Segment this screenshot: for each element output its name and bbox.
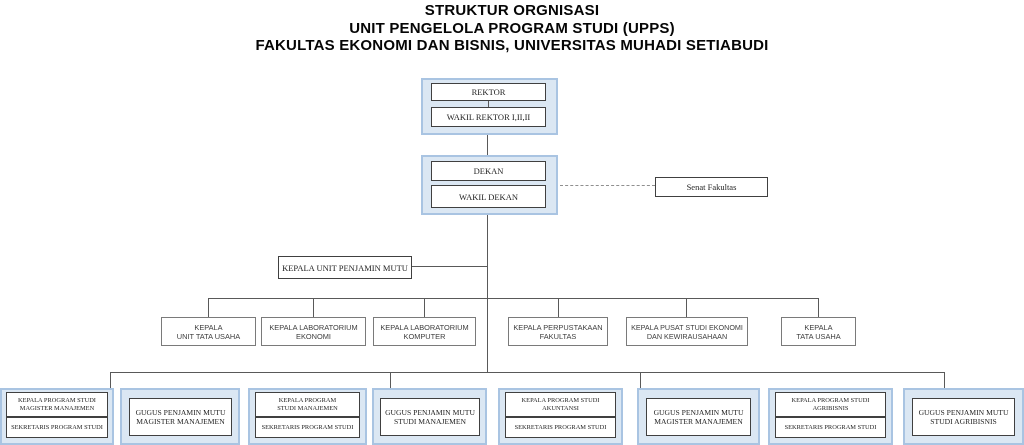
node-kepala-tata-usaha: KEPALA TATA USAHA xyxy=(781,317,856,346)
node-label: GUGUS PENJAMIN MUTU xyxy=(135,407,226,417)
group-prodi-akuntansi: KEPALA PROGRAM STUDI AKUNTANSI SEKRETARI… xyxy=(498,388,623,445)
connector-drop xyxy=(424,298,425,317)
node-kepala-perpustakaan-fakultas: KEPALA PERPUSTAKAAN FAKULTAS xyxy=(508,317,608,346)
node-label: KEPALA UNIT PENJAMIN MUTU xyxy=(282,262,408,273)
node-rektor: REKTOR xyxy=(431,83,546,101)
node-kepala-unit-penjamin-mutu: KEPALA UNIT PENJAMIN MUTU xyxy=(278,256,412,279)
node-kepala-prodi-manajemen: KEPALA PROGRAM STUDI MANAJEMEN xyxy=(255,392,360,417)
node-label: Senat Fakultas xyxy=(686,182,737,192)
node-label: KEPALA PROGRAM STUDI xyxy=(18,396,96,404)
page-title: STRUKTUR ORGNISASI UNIT PENGELOLA PROGRA… xyxy=(0,2,1024,55)
node-label: KEPALA PROGRAM STUDI xyxy=(521,396,600,404)
node-label: WAKIL REKTOR I,II,II xyxy=(446,112,531,122)
node-wakil-rektor: WAKIL REKTOR I,II,II xyxy=(431,107,546,127)
node-label: MAGISTER MANAJEMEN xyxy=(136,417,225,426)
node-label: GUGUS PENJAMIN MUTU xyxy=(918,407,1009,417)
node-label: KEPALA PERPUSTAKAAN xyxy=(513,322,603,332)
node-gugus-penjamin-mutu-studi-manajemen: GUGUS PENJAMIN MUTU STUDI MANAJEMEN xyxy=(380,398,480,436)
connector-drop xyxy=(313,298,314,317)
node-wakil-dekan: WAKIL DEKAN xyxy=(431,185,546,208)
node-label: KEPALA LABORATORIUM xyxy=(380,322,469,332)
title-line-2: UNIT PENGELOLA PROGRAM STUDI (UPPS) xyxy=(349,19,675,37)
connector-drop xyxy=(208,298,209,317)
connector-drop xyxy=(640,372,641,388)
node-label: FAKULTAS xyxy=(539,331,577,341)
node-label: UNIT TATA USAHA xyxy=(176,331,241,341)
node-gugus-penjamin-mutu-magister-manajemen: GUGUS PENJAMIN MUTU MAGISTER MANAJEMEN xyxy=(129,398,232,436)
connector-middle-bus xyxy=(208,298,818,299)
node-kepala-laboratorium-ekonomi: KEPALA LABORATORIUM EKONOMI xyxy=(261,317,366,346)
group-prodi-agribisnis: KEPALA PROGRAM STUDI AGRIBISNIS SEKRETAR… xyxy=(768,388,893,445)
node-kepala-prodi-magister-manajemen: KEPALA PROGRAM STUDI MAGISTER MANAJEMEN xyxy=(6,392,108,417)
node-sekretaris-prodi-agribisnis: SEKRETARIS PROGRAM STUDI xyxy=(775,417,886,438)
group-gugus-studi-manajemen: GUGUS PENJAMIN MUTU STUDI MANAJEMEN xyxy=(372,388,487,445)
node-kepala-prodi-akuntansi: KEPALA PROGRAM STUDI AKUNTANSI xyxy=(505,392,616,417)
connector-trunk xyxy=(487,215,488,373)
connector-drop xyxy=(110,372,111,388)
connector-drop xyxy=(558,298,559,317)
connector-rektor-dekan xyxy=(487,135,488,155)
group-rektor: REKTOR WAKIL REKTOR I,II,II xyxy=(421,78,558,135)
node-kepala-prodi-agribisnis: KEPALA PROGRAM STUDI AGRIBISNIS xyxy=(775,392,886,417)
node-label: SEKRETARIS PROGRAM STUDI xyxy=(784,423,877,431)
node-label: WAKIL DEKAN xyxy=(459,191,518,202)
node-label: AKUNTANSI xyxy=(542,404,579,412)
connector-drop xyxy=(818,298,819,317)
connector-penjamin-mutu xyxy=(412,266,488,267)
node-label: STUDI MANAJEMEN xyxy=(277,404,338,412)
node-kepala-unit-tata-usaha: KEPALA UNIT TATA USAHA xyxy=(161,317,256,346)
title-line-1: STRUKTUR ORGNISASI xyxy=(424,2,600,19)
node-label: STUDI AGRIBISNIS xyxy=(930,417,997,426)
node-label: DEKAN xyxy=(473,166,504,176)
node-label: STUDI MANAJEMEN xyxy=(394,417,466,426)
group-dekan: DEKAN WAKIL DEKAN xyxy=(421,155,558,215)
title-line-3: FAKULTAS EKONOMI DAN BISNIS, UNIVERSITAS… xyxy=(255,37,769,54)
connector-bottom-bus xyxy=(110,372,944,373)
node-gugus-penjamin-mutu-magister-manajemen-2: GUGUS PENJAMIN MUTU MAGISTER MANAJEMEN xyxy=(646,398,751,436)
node-senat-fakultas: Senat Fakultas xyxy=(655,177,768,197)
node-kepala-pusat-studi-ekonomi: KEPALA PUSAT STUDI EKONOMI DAN KEWIRAUSA… xyxy=(626,317,748,346)
node-label: EKONOMI xyxy=(296,331,331,341)
node-label: KOMPUTER xyxy=(403,331,446,341)
node-label: KEPALA PUSAT STUDI EKONOMI xyxy=(631,322,743,332)
node-label: SEKRETARIS PROGRAM STUDI xyxy=(261,423,354,431)
node-label: AGRIBISNIS xyxy=(812,404,849,412)
node-sekretaris-prodi-magister-manajemen: SEKRETARIS PROGRAM STUDI xyxy=(6,417,108,438)
connector-drop xyxy=(686,298,687,317)
group-prodi-manajemen: KEPALA PROGRAM STUDI MANAJEMEN SEKRETARI… xyxy=(248,388,367,445)
node-label: GUGUS PENJAMIN MUTU xyxy=(385,407,475,417)
group-gugus-magister-manajemen-2: GUGUS PENJAMIN MUTU MAGISTER MANAJEMEN xyxy=(637,388,760,445)
node-sekretaris-prodi-manajemen: SEKRETARIS PROGRAM STUDI xyxy=(255,417,360,438)
node-label: TATA USAHA xyxy=(796,331,841,341)
connector-drop xyxy=(390,372,391,388)
group-prodi-magister-manajemen: KEPALA PROGRAM STUDI MAGISTER MANAJEMEN … xyxy=(0,388,114,445)
connector-dashed-senat xyxy=(560,185,655,186)
node-label: KEPALA xyxy=(194,322,223,332)
node-label: DAN KEWIRAUSAHAAN xyxy=(646,331,728,341)
node-label: KEPALA PROGRAM STUDI xyxy=(791,396,870,404)
node-sekretaris-prodi-akuntansi: SEKRETARIS PROGRAM STUDI xyxy=(505,417,616,438)
node-label: MAGISTER MANAJEMEN xyxy=(654,417,743,426)
node-label: MAGISTER MANAJEMEN xyxy=(19,404,95,412)
node-label: KEPALA PROGRAM xyxy=(278,396,337,404)
group-gugus-magister-manajemen: GUGUS PENJAMIN MUTU MAGISTER MANAJEMEN xyxy=(120,388,240,445)
connector-rektor-wakil xyxy=(488,101,489,107)
node-label: GUGUS PENJAMIN MUTU xyxy=(653,407,744,417)
node-label: SEKRETARIS PROGRAM STUDI xyxy=(514,423,607,431)
node-label: KEPALA xyxy=(804,322,833,332)
node-gugus-penjamin-mutu-studi-agribisnis: GUGUS PENJAMIN MUTU STUDI AGRIBISNIS xyxy=(912,398,1015,436)
node-label: KEPALA LABORATORIUM xyxy=(269,322,358,332)
group-gugus-studi-agribisnis: GUGUS PENJAMIN MUTU STUDI AGRIBISNIS xyxy=(903,388,1024,445)
node-kepala-laboratorium-komputer: KEPALA LABORATORIUM KOMPUTER xyxy=(373,317,476,346)
node-dekan: DEKAN xyxy=(431,161,546,181)
node-label: REKTOR xyxy=(471,87,506,97)
connector-drop xyxy=(944,372,945,388)
node-label: SEKRETARIS PROGRAM STUDI xyxy=(11,423,103,431)
